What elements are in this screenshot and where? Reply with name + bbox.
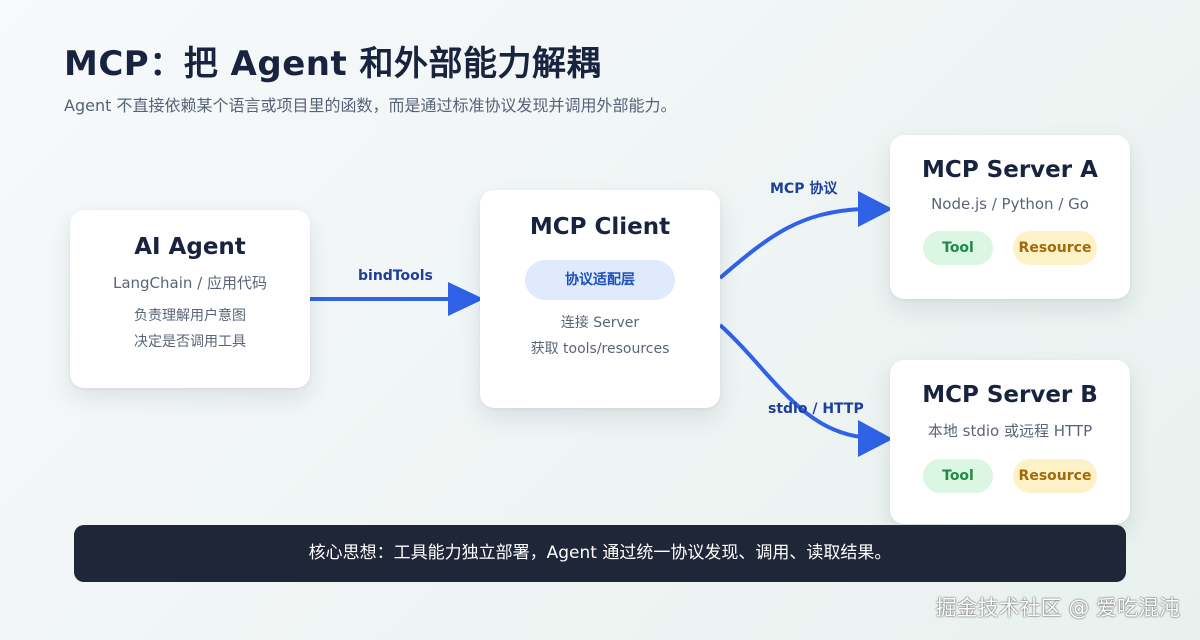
ai-agent-description: 负责理解用户意图 决定是否调用工具 bbox=[70, 303, 310, 355]
tool-badge: Tool bbox=[923, 459, 993, 493]
ai-agent-subtitle: LangChain / 应用代码 bbox=[112, 274, 267, 292]
resource-badge: Resource bbox=[1013, 459, 1097, 493]
page-title: MCP：把 Agent 和外部能力解耦 bbox=[64, 44, 602, 84]
mcp-client-title: MCP Client bbox=[529, 214, 671, 240]
mcp-client-description: 连接 Server 获取 tools/resources bbox=[480, 310, 720, 362]
mcp-server-a-tags: Tool Resource bbox=[890, 231, 1130, 265]
mcp-server-a-title: MCP Server A bbox=[922, 157, 1098, 183]
mcp-client-desc-line-2: 获取 tools/resources bbox=[530, 341, 670, 357]
ai-agent-title: AI Agent bbox=[134, 234, 246, 260]
mcp-server-b-tags: Tool Resource bbox=[890, 459, 1130, 493]
edge-label-stdio-http: stdio / HTTP bbox=[768, 401, 864, 417]
ai-agent-card: AI Agent LangChain / 应用代码 负责理解用户意图 决定是否调… bbox=[70, 210, 310, 388]
mcp-server-a-card: MCP Server A Node.js / Python / Go Tool … bbox=[890, 135, 1130, 299]
arrowhead-client-to-server-b bbox=[858, 420, 893, 457]
resource-badge: Resource bbox=[1013, 231, 1097, 265]
tool-badge: Tool bbox=[923, 231, 993, 265]
page-subtitle: Agent 不直接依赖某个语言或项目里的函数，而是通过标准协议发现并调用外部能力… bbox=[64, 96, 677, 115]
edge-label-bindtools: bindTools bbox=[358, 268, 433, 284]
edge-label-mcp-protocol: MCP 协议 bbox=[770, 181, 838, 197]
mcp-client-card: MCP Client 协议适配层 连接 Server 获取 tools/reso… bbox=[480, 190, 720, 408]
arrow-client-to-server-b bbox=[718, 323, 863, 439]
mcp-client-desc-line-1: 连接 Server bbox=[560, 315, 640, 331]
core-idea-banner: 核心思想：工具能力独立部署，Agent 通过统一协议发现、调用、读取结果。 bbox=[74, 525, 1126, 582]
ai-agent-desc-line-1: 负责理解用户意图 bbox=[134, 308, 246, 324]
mcp-server-a-subtitle: Node.js / Python / Go bbox=[931, 195, 1089, 213]
watermark: 掘金技术社区 @ 爱吃混沌 bbox=[935, 596, 1180, 620]
mcp-server-b-card: MCP Server B 本地 stdio 或远程 HTTP Tool Reso… bbox=[890, 360, 1130, 524]
arrowhead-agent-to-client bbox=[448, 282, 484, 316]
protocol-adapter-pill: 协议适配层 bbox=[525, 260, 675, 300]
mcp-server-b-title: MCP Server B bbox=[922, 382, 1098, 408]
arrow-client-to-server-a bbox=[718, 207, 863, 280]
arrowhead-client-to-server-a bbox=[858, 191, 893, 227]
ai-agent-desc-line-2: 决定是否调用工具 bbox=[134, 334, 246, 350]
mcp-server-b-subtitle: 本地 stdio 或远程 HTTP bbox=[927, 422, 1093, 440]
